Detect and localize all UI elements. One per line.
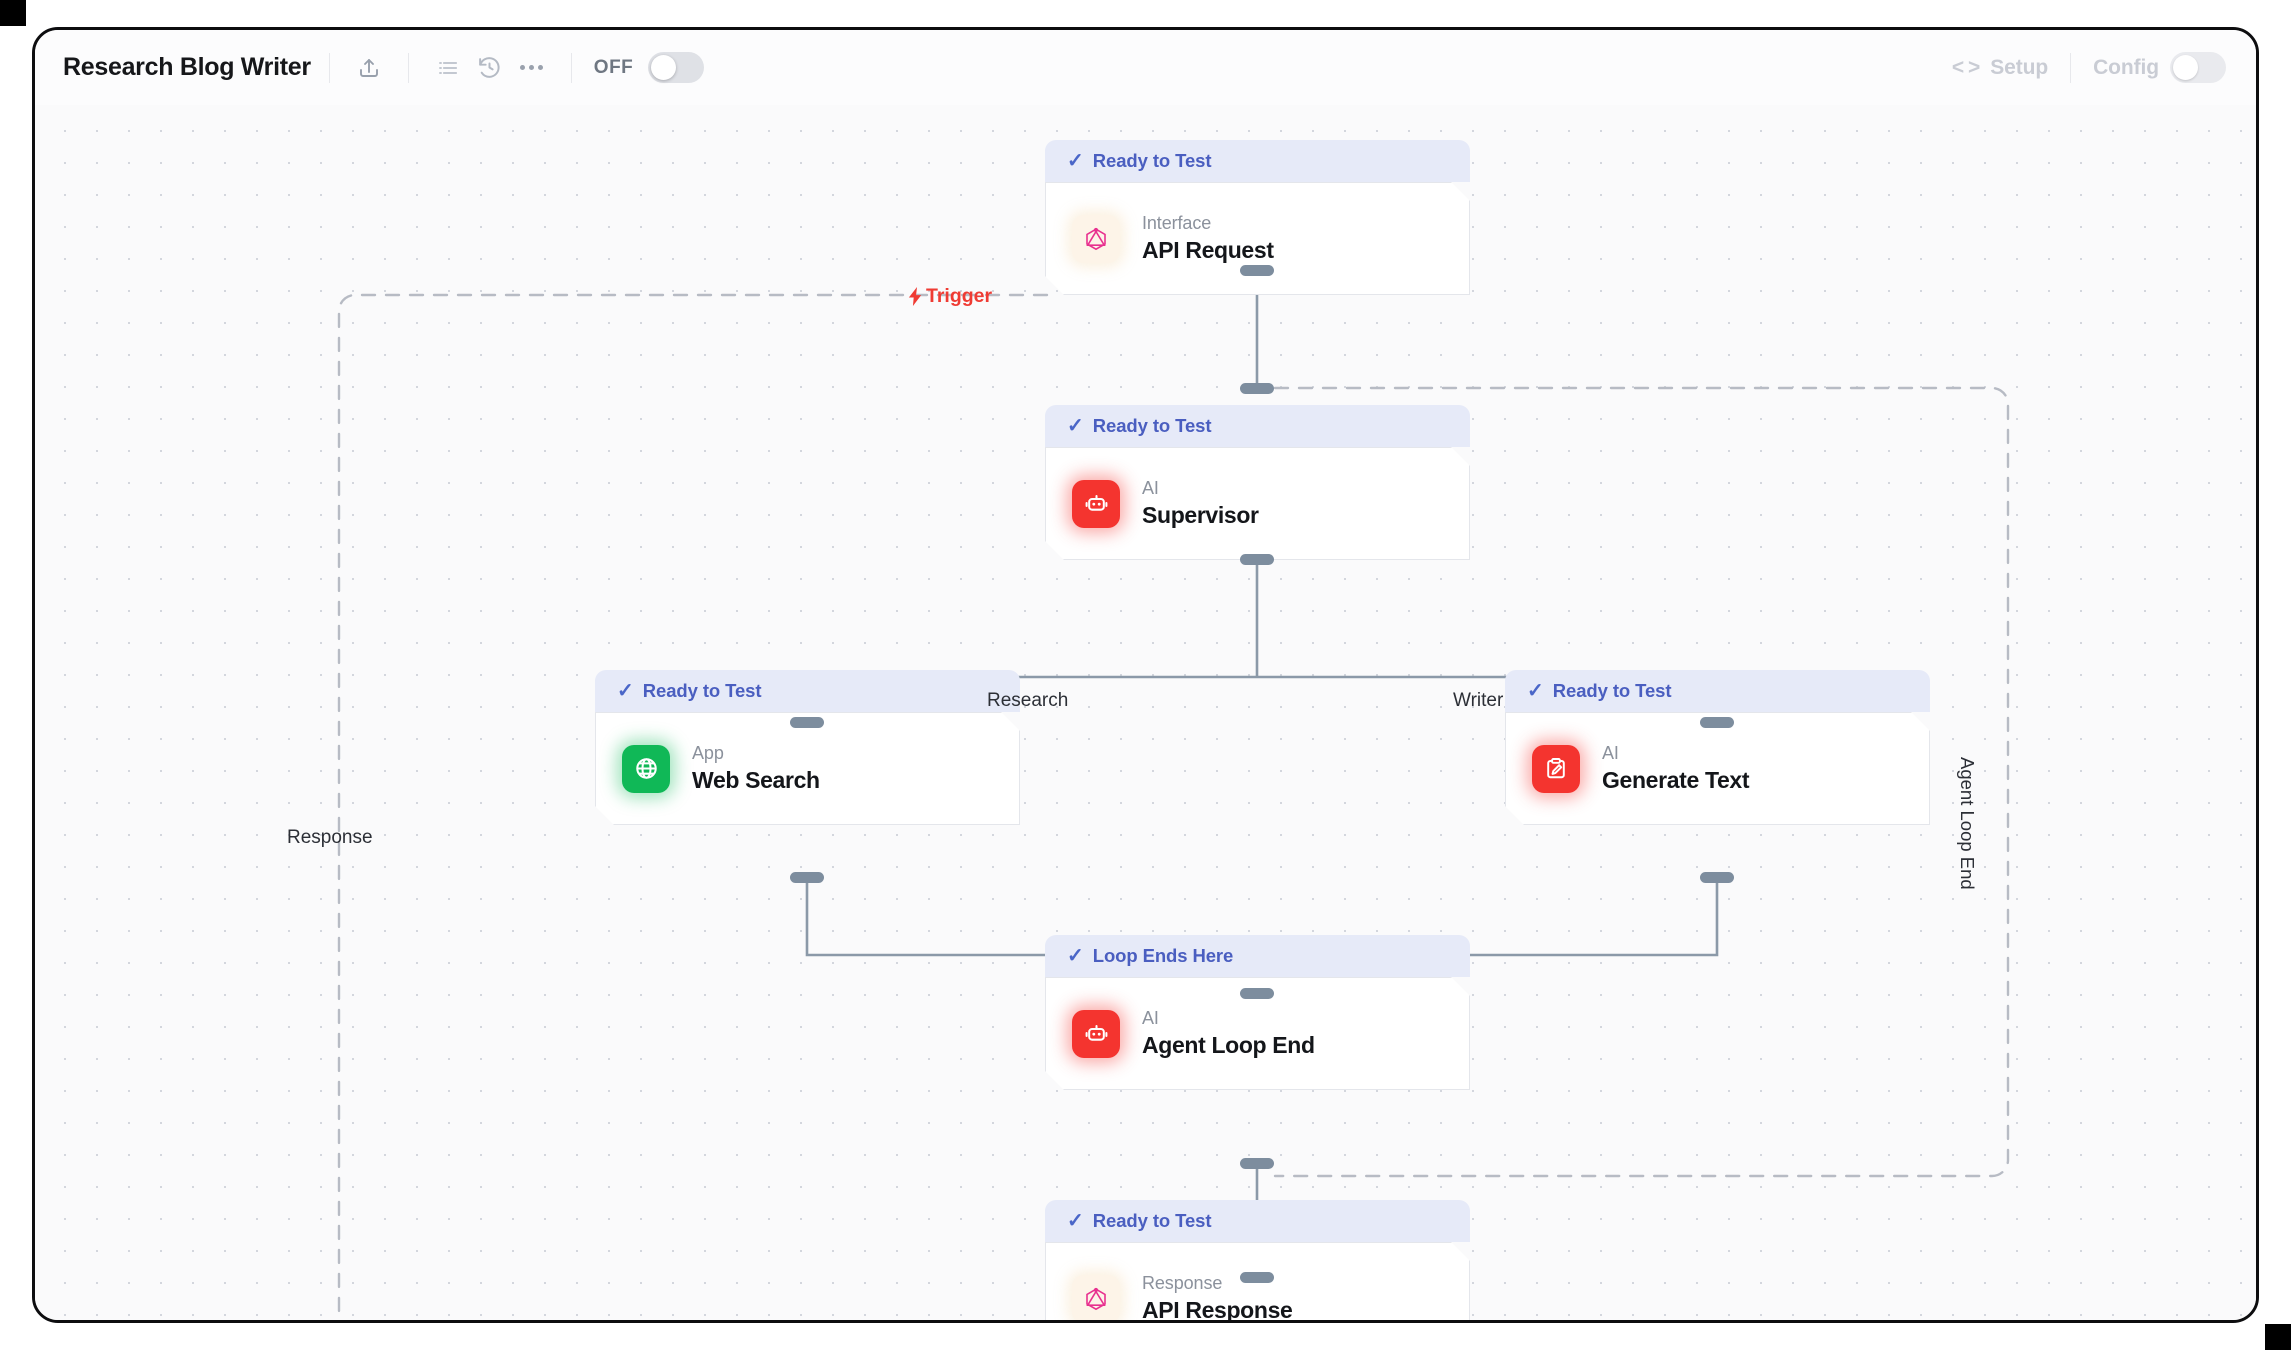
node-text: App Web Search [692,743,820,794]
node-kind: App [692,743,724,763]
connector-handle[interactable] [1240,1158,1274,1169]
status-text: Ready to Test [1092,1210,1212,1231]
globe-icon [622,745,670,793]
more-options-icon[interactable] [511,47,553,89]
node-body[interactable]: App Web Search [595,712,1020,825]
node-kind: Interface [1142,213,1212,233]
lightning-bolt-icon [908,287,922,306]
node-body[interactable]: Interface API Request [1045,182,1470,295]
clipboard-pencil-icon [1532,745,1580,793]
status-badge: ✓ Ready to Test [595,670,1020,712]
node-name: Agent Loop End [1142,1032,1315,1058]
connector-handle[interactable] [1240,1272,1274,1283]
status-badge: ✓ Ready to Test [1045,140,1470,182]
agent-loop-end-side-label: Agent Loop End [1957,757,1978,890]
workflow-enable-group: OFF [594,52,705,83]
graphql-icon [1072,215,1120,263]
check-icon: ✓ [1067,945,1084,967]
registration-mark-top-left [0,0,26,26]
connector-handle[interactable] [1240,988,1274,999]
connector-handle[interactable] [790,872,824,883]
node-text: Response API Response [1142,1273,1292,1320]
robot-icon [1072,1010,1120,1058]
node-name: Supervisor [1142,502,1259,528]
node-text: Interface API Request [1142,213,1274,264]
workflow-enable-toggle[interactable] [648,52,705,83]
node-body[interactable]: AI Agent Loop End [1045,977,1470,1090]
workflow-header: Research Blog Writer [35,30,2256,105]
response-label: Response [287,827,373,848]
robot-icon [1072,480,1120,528]
history-icon[interactable] [469,47,511,89]
node-name: API Response [1142,1297,1293,1320]
node-body[interactable]: Response API Response [1045,1242,1470,1320]
check-icon: ✓ [1067,415,1084,437]
node-name: API Request [1142,237,1274,263]
status-text: Ready to Test [642,680,762,701]
header-divider [2070,52,2072,83]
registration-mark-bottom-right [2265,1324,2291,1350]
node-text: AI Agent Loop End [1142,1008,1315,1059]
workflow-canvas[interactable]: Trigger Research Writer Response Agent L… [35,105,2256,1320]
status-text: Ready to Test [1092,415,1212,436]
workflow-node-agent-loop-end[interactable]: ✓ Loop Ends Here AI Agent Loop End [1045,935,1470,1090]
node-body[interactable]: AI Generate Text [1505,712,1930,825]
connector-handle[interactable] [1700,717,1734,728]
config-label: Config [2093,55,2159,79]
check-icon: ✓ [1067,1210,1084,1232]
status-text: Ready to Test [1092,150,1212,171]
trigger-label: Trigger [907,285,992,308]
toggle-knob [2173,55,2198,80]
workflow-builder-window: Research Blog Writer [32,27,2259,1323]
status-badge: ✓ Ready to Test [1505,670,1930,712]
graphql-icon [1072,1275,1120,1321]
trigger-text: Trigger [926,285,993,307]
setup-button[interactable]: < > Setup [1948,56,2052,80]
header-divider [570,52,572,83]
status-text: Ready to Test [1552,680,1672,701]
status-text: Loop Ends Here [1092,945,1234,966]
node-kind: Response [1142,1273,1223,1293]
node-name: Web Search [692,767,820,793]
connector-handle[interactable] [1240,383,1274,394]
status-badge: ✓ Ready to Test [1045,405,1470,447]
check-icon: ✓ [1067,150,1084,172]
list-icon[interactable] [427,47,469,89]
node-body[interactable]: AI Supervisor [1045,447,1470,560]
config-button[interactable]: Config [2089,52,2230,83]
connector-handle[interactable] [790,717,824,728]
setup-label: Setup [1990,55,2049,79]
node-kind: AI [1602,743,1619,763]
toggle-knob [651,55,677,80]
page-title: Research Blog Writer [63,53,311,81]
branch-label-research: Research [987,690,1069,711]
header-divider [328,52,330,83]
header-actions: < > Setup Config [1948,52,2230,83]
config-toggle[interactable] [2170,52,2226,83]
connector-handle[interactable] [1700,872,1734,883]
node-kind: AI [1142,1008,1159,1028]
node-text: AI Supervisor [1142,478,1259,529]
connector-handle[interactable] [1240,265,1274,276]
workflow-state-label: OFF [593,56,634,78]
code-brackets-icon: < > [1951,55,1980,79]
status-badge: ✓ Loop Ends Here [1045,935,1470,977]
connector-handle[interactable] [1240,554,1274,565]
workflow-node-supervisor[interactable]: ✓ Ready to Test AI Supervisor [1045,405,1470,560]
workflow-node-generate-text[interactable]: ✓ Ready to Test AI Generate Text [1505,670,1930,825]
node-name: Generate Text [1602,767,1750,793]
node-text: AI Generate Text [1602,743,1749,794]
workflow-node-api-request[interactable]: ✓ Ready to Test Interface API Request [1045,140,1470,295]
check-icon: ✓ [1527,680,1544,702]
header-divider [407,52,409,83]
branch-label-writer: Writer [1453,690,1504,711]
upload-icon[interactable] [348,47,390,89]
status-badge: ✓ Ready to Test [1045,1200,1470,1242]
workflow-node-web-search[interactable]: ✓ Ready to Test App Web Search [595,670,1020,825]
workflow-node-api-response[interactable]: ✓ Ready to Test Response API Response [1045,1200,1470,1320]
node-kind: AI [1142,478,1159,498]
check-icon: ✓ [617,680,634,702]
